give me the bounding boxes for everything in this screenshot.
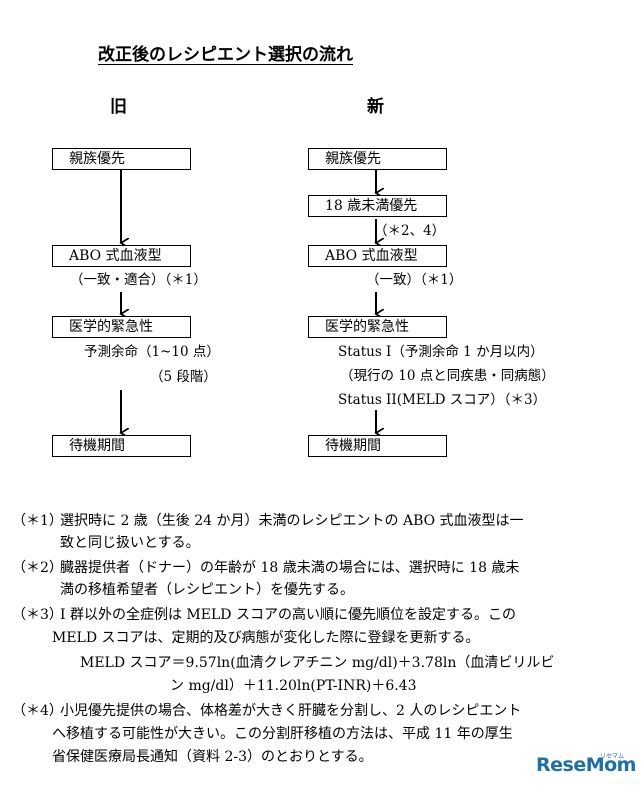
new-abo-box: ABO 式血液型: [308, 245, 447, 267]
logo-subtext: リセマム: [600, 753, 625, 760]
new-waiting-box: 待機期間: [308, 435, 447, 457]
new-heading: 新: [367, 97, 384, 117]
new-under18-box: 18 歳未満優先: [308, 195, 447, 217]
old-waiting-box: 待機期間: [52, 435, 191, 457]
note-1-mark: （＊1）: [12, 513, 63, 529]
new-urgency-box: 医学的緊急性: [308, 316, 447, 338]
note-2-line-2: 満の移植希望者（レシピエント）を優先する。: [60, 582, 354, 598]
note-4-line-1: 小児優先提供の場合、体格差が大きく肝臓を分割し、2 人のレシピエント: [60, 703, 522, 719]
meld-formula-line-1: MELD スコア＝9.57ln(血清クレアチニン mg/dl)＋3.78ln（血…: [80, 655, 555, 671]
new-under18-note: （＊2、4）: [374, 223, 446, 239]
note-1-line-1: 選択時に 2 歳（生後 24 か月）未満のレシピエントの ABO 式血液型は一: [60, 513, 524, 529]
old-family-priority-box: 親族優先: [52, 148, 191, 170]
old-heading: 旧: [110, 97, 127, 117]
new-family-priority-box: 親族優先: [308, 148, 447, 170]
note-4-mark: （＊4）: [12, 703, 63, 719]
old-urgency-note-2: （5 段階）: [150, 369, 217, 385]
note-2-line-1: 臓器提供者（ドナー）の年齢が 18 歳未満の場合には、選択時に 18 歳未: [60, 560, 520, 576]
note-1-line-2: 致と同じ扱いとする。: [60, 535, 200, 551]
note-4-line-3: 省保健医療局長通知（資料 2-3）のとおりとする。: [52, 749, 373, 765]
note-2-mark: （＊2）: [12, 560, 63, 576]
new-status1-note: Status I（予測余命 1 か月以内）: [338, 344, 544, 360]
new-abo-note: （一致）（＊1）: [366, 272, 463, 288]
new-status1-detail: （現行の 10 点と同疾患・同病態）: [340, 368, 555, 384]
resemom-logo: ReseMom: [536, 754, 636, 776]
meld-formula-line-2: ン mg/dl）＋11.20ln(PT-INR)＋6.43: [170, 678, 417, 694]
note-3-line-1: I 群以外の全症例は MELD スコアの高い順に優先順位を設定する。この: [60, 607, 516, 623]
old-urgency-note-1: 予測余命（1~10 点）: [84, 344, 220, 360]
old-abo-box: ABO 式血液型: [52, 245, 191, 267]
page-title: 改正後のレシピエント選択の流れ: [98, 45, 353, 65]
old-abo-note: （一致・適合）（＊1）: [70, 272, 207, 288]
note-4-line-2: へ移植する可能性が大きい。この分割肝移植の方法は、平成 11 年の厚生: [52, 726, 513, 742]
note-3-mark: （＊3）: [12, 607, 63, 623]
note-3-line-2: MELD スコアは、定期的及び病態が変化した際に登録を更新する。: [52, 630, 480, 646]
new-status2-note: Status II(MELD スコア）（＊3）: [338, 392, 547, 408]
old-urgency-box: 医学的緊急性: [52, 316, 191, 338]
